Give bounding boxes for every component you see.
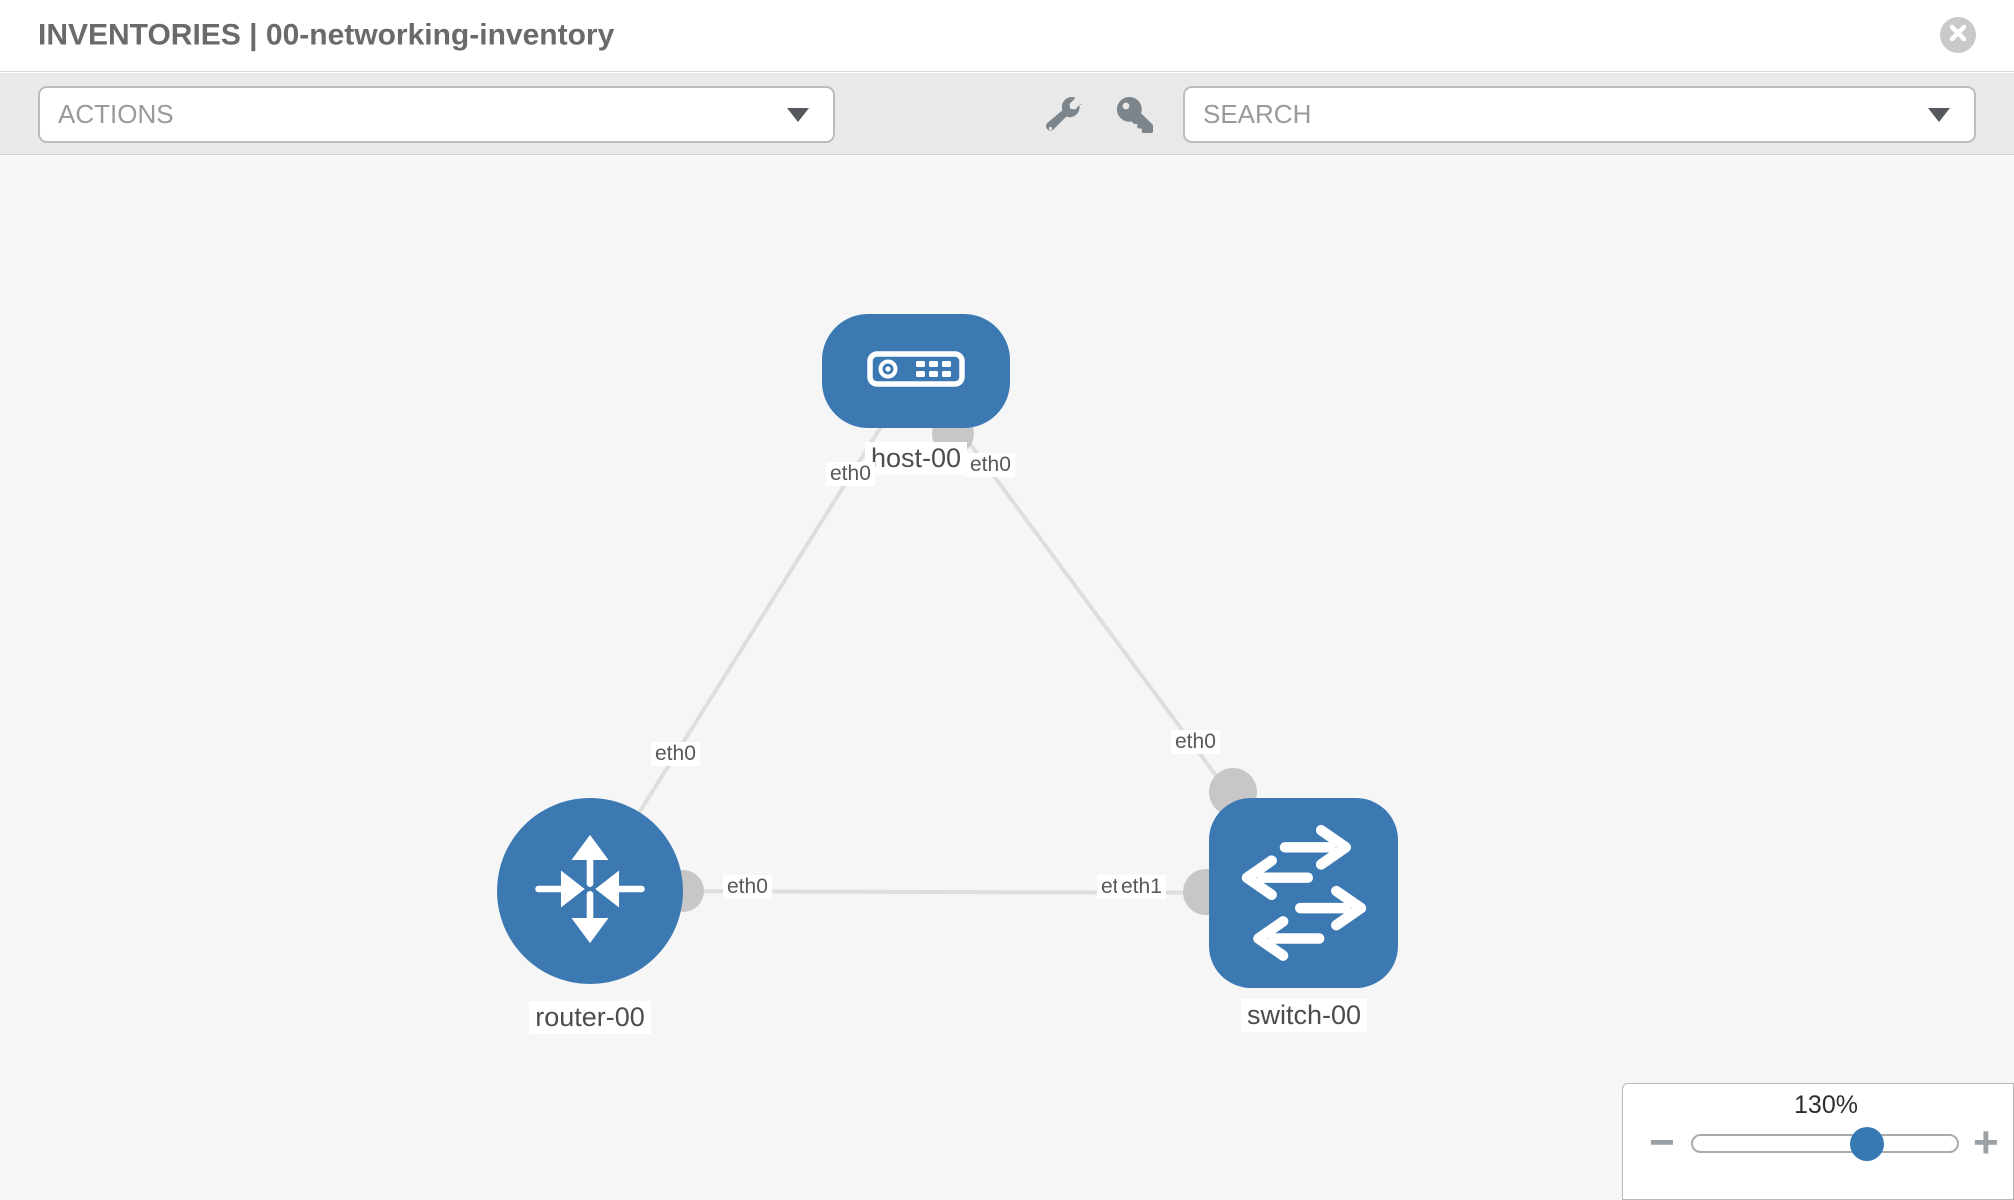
switch-icon <box>1209 796 1399 991</box>
page-header: INVENTORIES | 00-networking-inventory <box>0 0 2014 72</box>
zoom-slider-thumb[interactable] <box>1850 1127 1884 1161</box>
zoom-slider-track[interactable] <box>1691 1134 1959 1153</box>
iface-label-link-switch-front: eth1 <box>1117 875 1166 899</box>
zoom-panel: 130% − + <box>1622 1083 2014 1200</box>
credentials-button[interactable] <box>1117 97 1153 133</box>
iface-label-switch-uplink: eth0 <box>1171 730 1220 754</box>
router-icon <box>524 823 656 960</box>
close-icon <box>1949 24 1967 47</box>
node-label-switch: switch-00 <box>1240 999 1368 1032</box>
iface-label-router-uplink: eth0 <box>651 742 700 766</box>
topology-edges <box>588 369 1305 895</box>
iface-label-link-router-side: eth0 <box>723 875 772 899</box>
close-button[interactable] <box>1940 17 1976 53</box>
caret-down-icon <box>1928 107 1950 122</box>
zoom-out-button[interactable]: − <box>1649 1118 1675 1167</box>
node-label-router: router-00 <box>529 1001 651 1034</box>
zoom-in-button[interactable]: + <box>1973 1118 1999 1167</box>
search-dropdown[interactable]: SEARCH <box>1183 86 1976 143</box>
iface-label-host-left: eth0 <box>826 462 875 486</box>
key-icon <box>1117 97 1153 137</box>
host-icon <box>866 349 966 394</box>
caret-down-icon <box>787 107 809 122</box>
actions-dropdown[interactable]: ACTIONS <box>38 86 835 143</box>
topology-canvas[interactable]: host-00 router-00 switch-00 eth0 eth0 et… <box>0 156 2014 1200</box>
wrench-icon <box>1045 97 1082 137</box>
node-router-00[interactable] <box>497 798 683 984</box>
iface-label-host-right: eth0 <box>966 453 1015 477</box>
edge-host-router <box>588 369 918 893</box>
node-host-00[interactable] <box>822 314 1010 428</box>
page-title: INVENTORIES | 00-networking-inventory <box>38 17 615 51</box>
node-switch-00[interactable] <box>1209 798 1398 988</box>
toolbar: ACTIONS SEARCH <box>0 73 2014 155</box>
search-dropdown-label: SEARCH <box>1203 99 1312 129</box>
configure-button[interactable] <box>1045 97 1082 133</box>
node-label-host: host-00 <box>864 442 968 475</box>
zoom-level: 130% <box>1794 1091 1858 1119</box>
actions-dropdown-label: ACTIONS <box>58 99 174 129</box>
